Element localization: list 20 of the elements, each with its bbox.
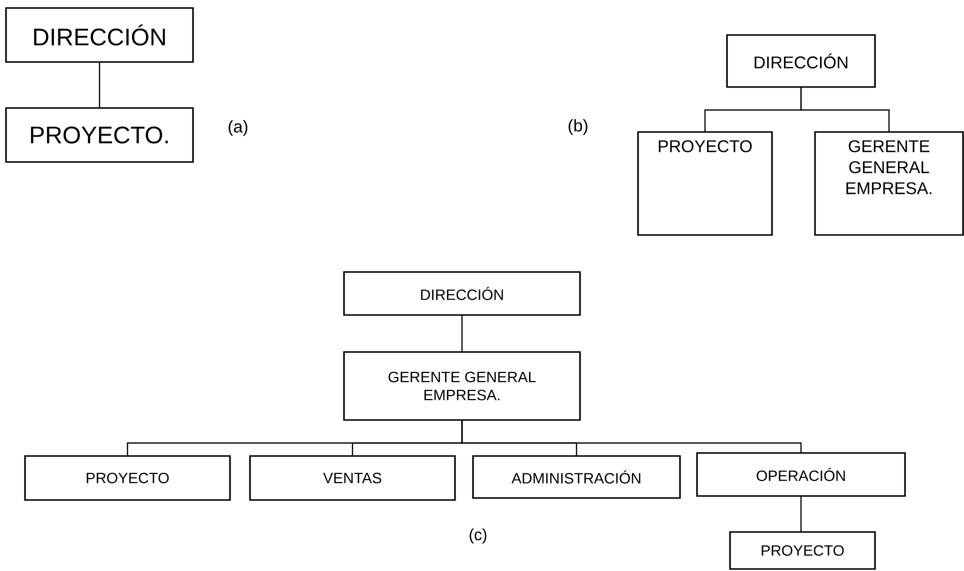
org-box: DIRECCIÓN bbox=[726, 34, 876, 88]
org-box: GERENTE GENERAL EMPRESA. bbox=[343, 351, 581, 421]
org-box: OPERACIÓN bbox=[696, 452, 906, 497]
org-box: DIRECCIÓN bbox=[343, 271, 581, 316]
connector-line bbox=[800, 87, 890, 132]
panel-label: (c) bbox=[470, 528, 486, 544]
org-box: DIRECCIÓN bbox=[5, 7, 194, 63]
org-box: PROYECTO bbox=[729, 531, 876, 570]
connector-line bbox=[800, 496, 802, 532]
org-box: PROYECTO bbox=[24, 455, 231, 501]
org-box: ADMINISTRACIÓN bbox=[472, 455, 681, 499]
org-box: VENTAS bbox=[249, 455, 456, 501]
org-box: PROYECTO. bbox=[5, 107, 194, 163]
connector-line bbox=[98, 62, 100, 108]
panel-label: (b) bbox=[568, 119, 588, 135]
connector-line bbox=[461, 315, 463, 352]
panel-label: (a) bbox=[228, 120, 248, 136]
org-box: PROYECTO bbox=[637, 131, 773, 236]
org-box: GERENTE GENERAL EMPRESA. bbox=[814, 131, 964, 236]
connector-line bbox=[461, 420, 802, 453]
